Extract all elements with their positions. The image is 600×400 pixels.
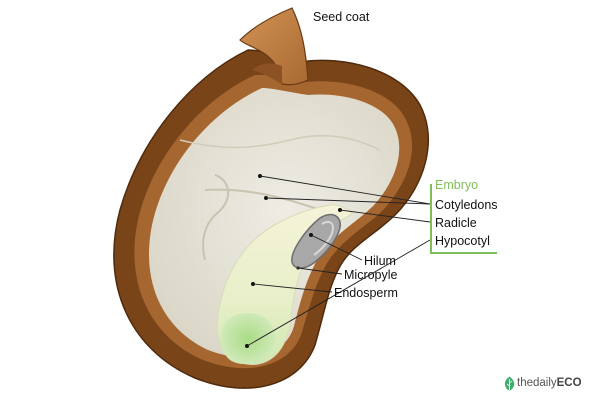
label-seed-coat: Seed coat <box>313 10 370 24</box>
endosperm-crease-2 <box>202 174 230 261</box>
embryo-bracket-horizontal <box>430 252 497 254</box>
label-hilum: Hilum <box>364 254 396 268</box>
radicle-shape <box>220 312 276 365</box>
leader-radicle-top <box>339 209 431 223</box>
leader-cotyledons-2 <box>265 197 431 205</box>
label-radicle: Radicle <box>435 216 477 230</box>
leader-cotyledons-1 <box>259 175 431 205</box>
label-endosperm: Endosperm <box>334 286 398 300</box>
endosperm-shape <box>148 88 400 358</box>
brand-prefix: thedaily <box>517 377 557 389</box>
brand-logo: thedailyECO <box>504 375 582 391</box>
seed-coat-flap-fold <box>252 63 282 84</box>
brand-suffix: ECO <box>556 377 582 389</box>
leader-hilum <box>310 234 363 261</box>
leader-endosperm <box>252 283 333 293</box>
label-embryo: Embryo <box>435 178 479 192</box>
hilum-shape <box>291 213 341 269</box>
label-micropyle: Micropyle <box>344 268 398 282</box>
label-hypocotyl: Hypocotyl <box>435 234 490 248</box>
leader-radicle <box>246 239 431 347</box>
label-cotyledons: Cotyledons <box>435 198 498 212</box>
endosperm-crease-3 <box>179 134 381 151</box>
leaf-icon <box>504 376 515 390</box>
embryo-bracket-vertical <box>430 184 432 254</box>
seed-coat-flap <box>239 7 309 86</box>
brand-text: thedailyECO <box>517 377 582 389</box>
hilum-inner <box>313 220 335 256</box>
leader-micropyle <box>297 267 343 275</box>
